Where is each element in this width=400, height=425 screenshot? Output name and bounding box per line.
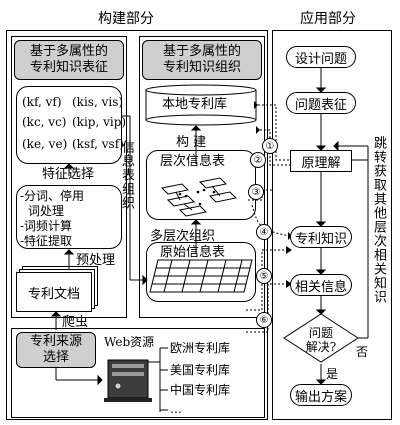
attribute-tuple-box — [16, 86, 122, 164]
marker-6: ⑥ — [256, 312, 272, 328]
source-select-box: 专利来源 选择 — [16, 332, 96, 368]
step-stopword: 词处理 — [28, 204, 65, 218]
tuple-kf: (kf, vf) — [22, 95, 62, 109]
tuple-ksf: (ksf, vsf) — [72, 137, 124, 151]
problem-representation-node: 问题表征 — [286, 92, 356, 114]
layer-structure-graphic — [160, 177, 238, 217]
tuple-kip: (kip, vip) — [72, 115, 127, 129]
marker-5: ⑤ — [256, 268, 272, 284]
construct-label: 构 建 — [176, 135, 207, 150]
multi-level-org-label: 多层次组织 — [150, 229, 216, 244]
principle-solution-node: 原理解 — [290, 150, 352, 172]
design-problem-node: 设计问题 — [286, 46, 356, 68]
db-china: 中国专利库 — [170, 383, 231, 397]
tuple-kc: (kc, vc) — [22, 115, 67, 129]
jump-retrieve-label: 跳转获取其他层次相关知识 — [371, 136, 386, 304]
output-plan-node: 输出方案 — [290, 384, 352, 406]
step-segmentation: -分词、停用 — [20, 189, 85, 203]
related-info-node: 相关信息 — [290, 274, 352, 296]
step-frequency: -词频计算 — [20, 219, 73, 233]
marker-4: ④ — [256, 224, 272, 240]
raw-info-table-label: 原始信息表 — [160, 245, 226, 260]
feature-select-label: 特征选择 — [42, 167, 95, 182]
yes-label: 是 — [326, 367, 339, 381]
tuple-kis: (kis, vis) — [72, 95, 124, 109]
representation-title: 基于多属性的 专利知识表征 — [14, 40, 124, 80]
marker-2: ② — [250, 152, 266, 168]
raw-table-grid — [149, 259, 253, 293]
tuple-ke: (ke, ve) — [22, 137, 68, 151]
db-more: … — [170, 402, 182, 416]
web-resource-label: Web资源 — [104, 335, 155, 349]
marker-3: ③ — [248, 184, 264, 200]
layer-info-table-label: 层次信息表 — [160, 154, 226, 169]
resource-panel — [11, 328, 265, 418]
server-icon — [104, 359, 152, 402]
patent-knowledge-node: 专利知识 — [290, 226, 352, 248]
local-patent-db-label: 本地专利库 — [162, 97, 228, 112]
db-usa: 美国专利库 — [170, 363, 231, 377]
preprocess-label: 预处理 — [76, 253, 116, 268]
organization-title: 基于多属性的 专利知识组织 — [142, 40, 262, 80]
apply-section-header: 应用部分 — [300, 11, 356, 27]
problem-solved-label: 问题 解决? — [305, 326, 337, 355]
database-cylinder-icon — [145, 84, 257, 126]
crawler-label: 爬虫 — [62, 315, 89, 330]
step-extraction: -特征提取 — [20, 234, 73, 248]
build-section-header: 构建部分 — [98, 11, 154, 27]
db-europe: 欧洲专利库 — [170, 341, 231, 355]
processing-steps-box — [16, 185, 122, 249]
no-label: 否 — [356, 345, 369, 359]
raw-info-table — [146, 242, 256, 302]
patent-document: 专利文档 — [16, 272, 92, 312]
marker-1: ① — [262, 138, 278, 154]
